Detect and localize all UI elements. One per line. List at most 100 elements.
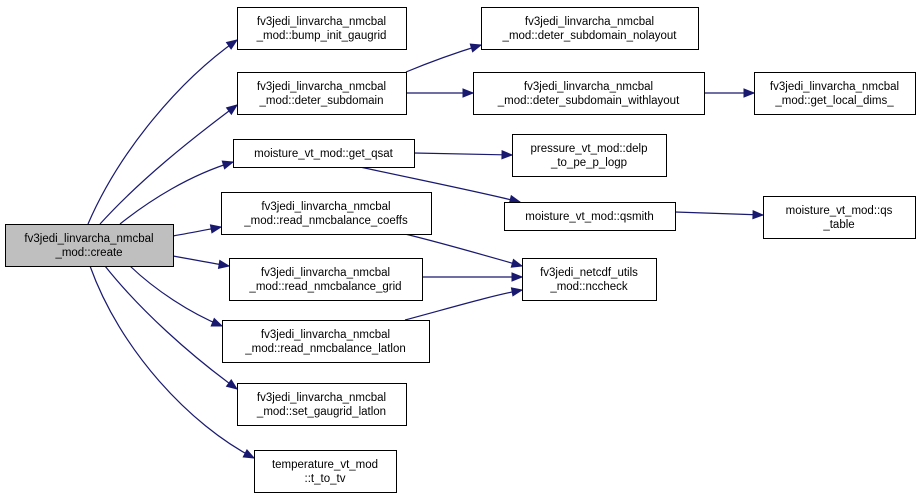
- node-box: [222, 320, 430, 363]
- node-box: [5, 224, 174, 267]
- node-label-line: temperature_vt_mod: [272, 459, 378, 471]
- node-deter-subdomain[interactable]: fv3jedi_linvarcha_nmcbal_mod::deter_subd…: [237, 72, 407, 115]
- node-label-line: _mod::nccheck: [549, 281, 628, 293]
- node-box: [522, 258, 657, 301]
- node-label-line: _mod::read_nmcbalance_latlon: [244, 343, 405, 355]
- node-label-line: fv3jedi_linvarcha_nmcbal: [770, 81, 899, 93]
- edge-arrowhead: [225, 39, 239, 50]
- edge-deter_subdomain-to-deter_subdomain_withlayout: [406, 88, 475, 98]
- node-box: [221, 192, 432, 235]
- node-bump-init-gaugrid[interactable]: fv3jedi_linvarcha_nmcbal_mod::bump_init_…: [237, 7, 407, 50]
- edge-arrowhead: [501, 150, 514, 160]
- edge-read_nmcbalance_grid-to-nccheck: [422, 272, 524, 282]
- edge-arrowhead: [217, 259, 231, 269]
- node-delp-to-pe-p-logp[interactable]: pressure_vt_mod::delp_to_pe_p_logp: [512, 134, 667, 177]
- node-label-line: _mod::read_nmcbalance_grid: [248, 281, 401, 293]
- edge-arrowhead: [462, 88, 475, 98]
- node-box: [512, 134, 667, 177]
- edge-line: [404, 289, 523, 321]
- node-deter-subdomain-nolayout[interactable]: fv3jedi_linvarcha_nmcbal_mod::deter_subd…: [481, 7, 699, 50]
- edge-arrowhead: [210, 317, 224, 327]
- edge-arrowhead: [225, 104, 239, 116]
- edge-line: [405, 44, 482, 73]
- node-deter-subdomain-withlayout[interactable]: fv3jedi_linvarcha_nmcbal_mod::deter_subd…: [473, 72, 705, 115]
- node-label-line: fv3jedi_linvarcha_nmcbal: [525, 16, 654, 28]
- edge-create-to-t_to_tv: [89, 265, 256, 459]
- edge-create-to-bump_init_gaugrid: [87, 39, 239, 225]
- edge-arrowhead: [510, 287, 524, 297]
- edge-line: [404, 233, 523, 267]
- node-label-line: _to_pe_p_logp: [550, 157, 627, 169]
- edges-layer: [87, 39, 765, 459]
- edge-deter_subdomain_withlayout-to-get_local_dims: [704, 88, 756, 98]
- edge-line: [674, 211, 764, 216]
- node-get-qsat[interactable]: moisture_vt_mod::get_qsat: [233, 139, 415, 168]
- edge-create-to-read_nmcbalance_latlon: [129, 265, 224, 327]
- edge-create-to-deter_subdomain: [99, 104, 239, 225]
- node-box: [237, 383, 407, 426]
- node-label-line: pressure_vt_mod::delp: [531, 143, 648, 155]
- edge-create-to-read_nmcbalance_coeffs: [172, 224, 223, 237]
- edge-read_nmcbalance_latlon-to-nccheck: [404, 287, 524, 321]
- edge-arrowhead: [469, 43, 483, 53]
- node-set-gaugrid-latlon[interactable]: fv3jedi_linvarcha_nmcbal_mod::set_gaugri…: [237, 383, 407, 426]
- node-label-line: _mod::deter_subdomain_withlayout: [497, 95, 680, 107]
- nodes-layer: fv3jedi_linvarcha_nmcbal_mod::createfv3j…: [5, 7, 916, 493]
- node-label-line: _mod::read_nmcbalance_coeffs: [243, 215, 408, 227]
- node-label-line: fv3jedi_linvarcha_nmcbal: [261, 201, 390, 213]
- node-box: [504, 202, 676, 231]
- node-box: [229, 258, 423, 301]
- edge-create-to-read_nmcbalance_grid: [172, 255, 231, 269]
- node-label-line: fv3jedi_linvarcha_nmcbal: [24, 233, 153, 245]
- node-label-line: fv3jedi_linvarcha_nmcbal: [257, 81, 386, 93]
- edge-line: [119, 161, 234, 225]
- edge-arrowhead: [221, 160, 235, 170]
- node-nccheck[interactable]: fv3jedi_netcdf_utils_mod::nccheck: [522, 258, 657, 301]
- edge-create-to-get_qsat: [119, 160, 235, 225]
- node-label-line: moisture_vt_mod::qsmith: [525, 211, 653, 223]
- node-box: [763, 196, 916, 239]
- node-box: [237, 72, 407, 115]
- node-label-line: fv3jedi_linvarcha_nmcbal: [524, 81, 653, 93]
- node-label-line: _mod::deter_subdomain_nolayout: [502, 30, 678, 42]
- node-label-line: _mod::get_local_dims_: [774, 95, 894, 107]
- node-read-nmcbalance-grid[interactable]: fv3jedi_linvarcha_nmcbal_mod::read_nmcba…: [229, 258, 423, 301]
- node-box: [237, 7, 407, 50]
- node-t-to-tv[interactable]: temperature_vt_mod::t_to_tv: [254, 450, 397, 493]
- node-label-line: fv3jedi_linvarcha_nmcbal: [261, 267, 390, 279]
- edge-get_qsat-to-delp_to_pe_p_logp: [413, 150, 514, 160]
- edge-line: [87, 39, 238, 225]
- node-read-nmcbalance-coeffs[interactable]: fv3jedi_linvarcha_nmcbal_mod::read_nmcba…: [221, 192, 432, 235]
- node-label-line: fv3jedi_netcdf_utils: [540, 267, 638, 279]
- edge-deter_subdomain-to-deter_subdomain_nolayout: [405, 43, 483, 73]
- edge-read_nmcbalance_coeffs-to-nccheck: [404, 233, 524, 268]
- node-box: [254, 450, 397, 493]
- node-create[interactable]: fv3jedi_linvarcha_nmcbal_mod::create: [5, 224, 174, 267]
- node-label-line: fv3jedi_linvarcha_nmcbal: [257, 392, 386, 404]
- edge-line: [89, 265, 255, 459]
- node-label-line: fv3jedi_linvarcha_nmcbal: [257, 16, 386, 28]
- edge-arrowhead: [510, 258, 524, 268]
- node-box: [754, 72, 916, 115]
- node-qsmith[interactable]: moisture_vt_mod::qsmith: [504, 202, 676, 231]
- node-read-nmcbalance-latlon[interactable]: fv3jedi_linvarcha_nmcbal_mod::read_nmcba…: [222, 320, 430, 363]
- node-box: [233, 139, 415, 168]
- node-label-line: _mod::create: [54, 247, 122, 259]
- edge-line: [413, 152, 513, 156]
- edge-arrowhead: [242, 448, 256, 459]
- node-label-line: _mod::bump_init_gaugrid: [256, 30, 387, 42]
- node-label-line: moisture_vt_mod::qs: [786, 205, 893, 217]
- node-get-local-dims[interactable]: fv3jedi_linvarcha_nmcbal_mod::get_local_…: [754, 72, 916, 115]
- edge-line: [129, 265, 223, 327]
- node-label-line: _table: [822, 219, 854, 231]
- node-box: [473, 72, 705, 115]
- edge-line: [104, 265, 238, 390]
- edge-qsmith-to-qs_table: [674, 209, 765, 220]
- edge-line: [359, 166, 521, 203]
- node-label-line: _mod::deter_subdomain: [258, 95, 383, 107]
- node-qs-table[interactable]: moisture_vt_mod::qs_table: [763, 196, 916, 239]
- node-label-line: moisture_vt_mod::get_qsat: [254, 148, 394, 160]
- edge-arrowhead: [511, 272, 524, 282]
- edge-arrowhead: [752, 209, 765, 220]
